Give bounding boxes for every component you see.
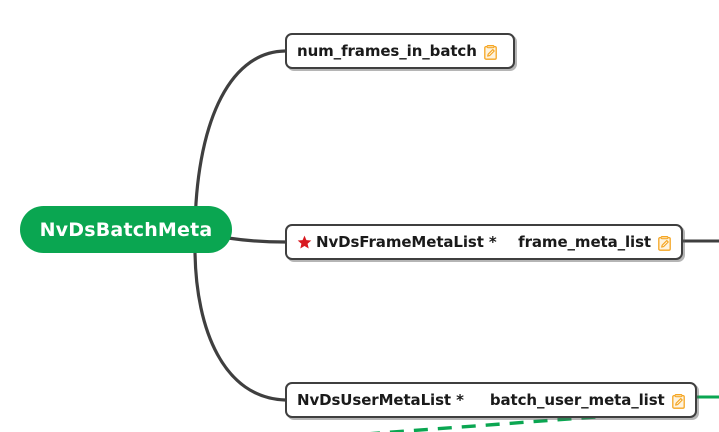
edge-root-to-num-frames bbox=[193, 49, 287, 232]
edge-root-to-user-meta bbox=[193, 250, 287, 402]
node-field-name: num_frames_in_batch bbox=[297, 42, 477, 60]
node-content: NvDsUserMetaList * batch_user_meta_list bbox=[297, 391, 685, 409]
note-edit-icon[interactable] bbox=[671, 393, 685, 409]
node-content: num_frames_in_batch bbox=[297, 42, 503, 60]
node-field-name: batch_user_meta_list bbox=[489, 391, 665, 409]
star-icon bbox=[297, 235, 312, 250]
node-frame-meta-list[interactable]: NvDsFrameMetaList * frame_meta_list bbox=[285, 224, 683, 260]
note-edit-icon[interactable] bbox=[658, 235, 671, 251]
node-field-type: NvDsUserMetaList * bbox=[297, 391, 464, 409]
node-content: NvDsFrameMetaList * frame_meta_list bbox=[297, 233, 671, 251]
edge-root-to-frame-meta bbox=[226, 236, 287, 244]
edge-dashed-green-link bbox=[369, 415, 597, 432]
root-node-label: NvDsBatchMeta bbox=[39, 218, 213, 241]
node-field-name: frame_meta_list bbox=[518, 233, 651, 251]
node-num-frames-in-batch[interactable]: num_frames_in_batch bbox=[285, 33, 515, 69]
root-node-nvdsbatchmeta[interactable]: NvDsBatchMeta bbox=[20, 206, 232, 253]
note-edit-icon[interactable] bbox=[483, 44, 497, 60]
node-field-type: NvDsFrameMetaList * bbox=[316, 233, 497, 251]
node-batch-user-meta-list[interactable]: NvDsUserMetaList * batch_user_meta_list bbox=[285, 382, 697, 418]
